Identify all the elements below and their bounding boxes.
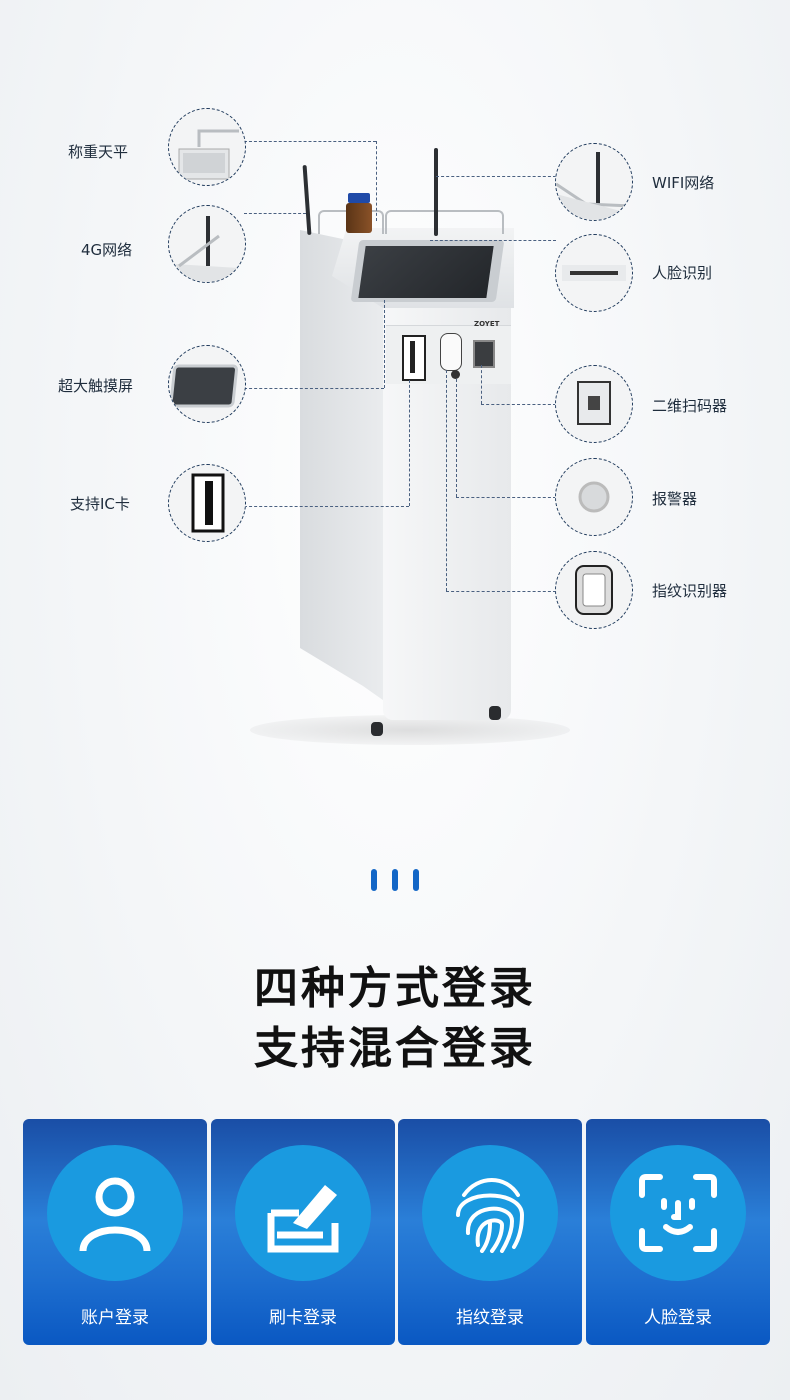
section-marker-3 [413,869,419,891]
antenna-icon [168,205,246,283]
touchscreen-icon [168,345,246,423]
feature-label-4g: 4G网络 [81,241,133,259]
login-card-face: 人脸登录 [586,1119,770,1345]
face-scan-icon [639,1174,717,1252]
face-camera-icon [555,234,633,312]
login-label-account: 账户登录 [81,1308,149,1328]
card-swipe-icon [267,1185,339,1253]
fingerprint-slot [440,333,462,371]
fingerprint-icon-circle [422,1145,558,1281]
face-scan-icon-circle [610,1145,746,1281]
antenna-4g [302,164,312,236]
wheel-right [489,706,501,720]
card-swipe-icon-circle [235,1145,371,1281]
connector-alarm-v [456,379,457,497]
reagent-bottle [346,203,372,233]
connector-card [244,506,409,507]
qr-scanner-icon [555,365,633,443]
antenna-wifi [434,148,438,236]
handle-rail-right [385,210,504,234]
headline-line1: 四种方式登录 [254,963,536,1014]
section-marker-2 [392,869,398,891]
brand-logo: ZOYET [474,320,500,328]
wifi-antenna-icon [555,143,633,221]
login-label-face: 人脸登录 [644,1308,712,1328]
headline-line2: 支持混合登录 [254,1023,536,1074]
cabinet-shadow [250,715,570,745]
feature-label-balance: 称重天平 [68,143,129,161]
cabinet-side [300,230,390,705]
balance-icon [168,108,246,186]
alarm-light [451,370,460,379]
feature-label-fingerprint: 指纹识别器 [652,582,728,600]
connector-face [430,240,556,241]
user-icon-circle [47,1145,183,1281]
feature-label-face: 人脸识别 [652,264,713,282]
login-card-account: 账户登录 [23,1119,207,1345]
touchscreen [358,246,494,298]
fingerprint-icon [456,1178,525,1253]
connector-screen [244,388,384,389]
login-label-swipe: 刷卡登录 [269,1308,337,1328]
login-card-fingerprint: 指纹登录 [398,1119,582,1345]
feature-label-alarm: 报警器 [652,490,698,508]
fingerprint-reader-icon [555,551,633,629]
connector-qr [481,404,556,405]
wheel-left [371,722,383,736]
feature-label-touchscreen: 超大触摸屏 [58,377,134,395]
connector-balance-v [376,141,377,221]
connector-balance [244,141,376,142]
connector-fingerprint-v [446,370,447,591]
connector-card-v [409,380,410,506]
alarm-icon [555,458,633,536]
bottle-cap [348,193,370,203]
user-icon [79,1177,151,1252]
connector-qr-v [481,365,482,404]
connector-alarm [456,497,556,498]
ic-card-icon [168,464,246,542]
login-card-swipe: 刷卡登录 [211,1119,395,1345]
ic-card-slot [402,335,426,381]
login-label-fingerprint: 指纹登录 [456,1308,524,1328]
connector-screen-v [384,300,385,388]
qr-scanner-slot [473,340,495,368]
section-marker-1 [371,869,377,891]
feature-label-qr: 二维扫码器 [652,397,728,415]
feature-label-wifi: WIFI网络 [652,174,715,192]
connector-fingerprint [446,591,556,592]
connector-4g [244,213,306,214]
connector-wifi [436,176,556,177]
feature-label-ic-card: 支持IC卡 [70,495,130,513]
